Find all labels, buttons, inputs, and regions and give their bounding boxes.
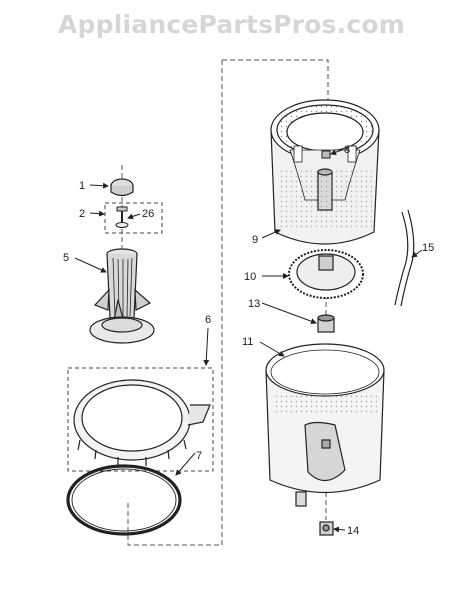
callout-26: 26: [142, 208, 154, 220]
callout-15: 15: [422, 242, 434, 254]
callout-13: 13: [248, 298, 260, 310]
part-agitator-cap[interactable]: [110, 178, 134, 197]
part-bearing[interactable]: [317, 314, 335, 333]
callout-labels: 1 2 26 5 6 7 8 9 10 11 13 14 15: [63, 144, 434, 537]
callout-11: 11: [242, 336, 253, 348]
watermark-logo: AppliancePartsPros.com: [57, 10, 406, 39]
callout-5: 5: [63, 252, 69, 264]
part-balance-ring-group[interactable]: [67, 367, 214, 472]
part-inner-basket[interactable]: [270, 99, 380, 245]
part-bolt-group[interactable]: [104, 202, 163, 234]
part-agitator[interactable]: [89, 248, 155, 344]
part-balance-ring[interactable]: [73, 379, 211, 466]
part-drive-hub[interactable]: [288, 249, 364, 299]
part-seal-ring[interactable]: [66, 464, 182, 536]
callout-10: 10: [244, 271, 256, 283]
part-basket-nut[interactable]: [321, 150, 331, 159]
part-tub-nut[interactable]: [319, 521, 334, 536]
callout-6: 6: [205, 314, 211, 326]
callout-1: 1: [79, 180, 85, 192]
callout-14: 14: [347, 525, 359, 537]
part-outer-tub[interactable]: [265, 343, 385, 507]
callout-8: 8: [344, 144, 350, 156]
callout-7: 7: [196, 450, 202, 462]
part-hose[interactable]: [394, 209, 415, 307]
callout-leaders: [74, 149, 423, 533]
callout-9: 9: [252, 234, 258, 246]
callout-2: 2: [79, 208, 85, 220]
